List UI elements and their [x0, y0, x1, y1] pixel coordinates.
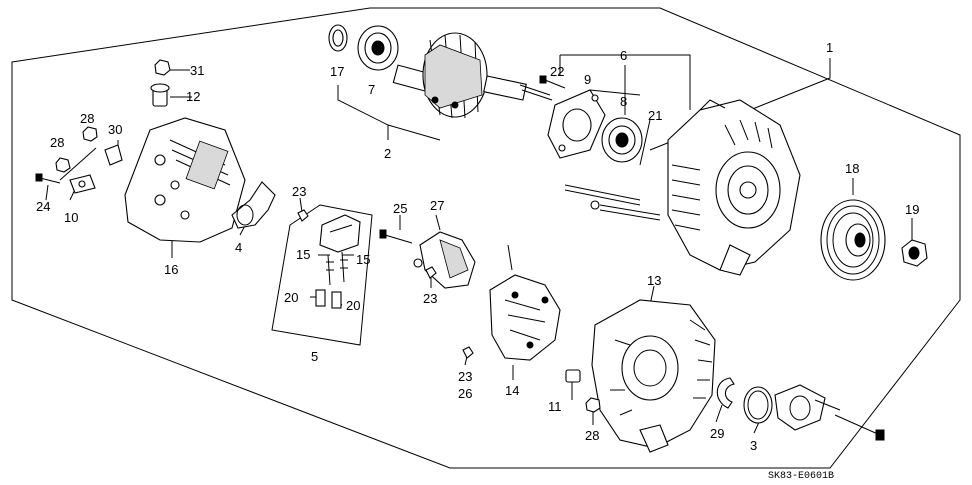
- bracket-4: [231, 181, 276, 229]
- label-5: 5: [311, 349, 318, 364]
- label-28b: 28: [50, 135, 64, 150]
- label-23a: 23: [292, 184, 306, 199]
- label-20a: 20: [284, 290, 298, 305]
- label-11: 11: [548, 399, 562, 414]
- label-24: 24: [36, 199, 50, 214]
- label-4: 4: [235, 240, 242, 255]
- label-10: 10: [64, 210, 78, 225]
- label-20b: 20: [346, 298, 360, 313]
- retainer-plate-9: [547, 89, 606, 159]
- front-housing-13: [591, 299, 716, 453]
- screw-23-lower: [462, 346, 474, 359]
- nut-28-upper: [82, 126, 98, 142]
- label-14: 14: [505, 383, 519, 398]
- frame-border: [11, 7, 961, 469]
- terminal-11: [565, 369, 581, 383]
- bearing-8: [601, 117, 643, 163]
- bearing-7: [357, 25, 399, 71]
- pulley-18: [820, 199, 886, 281]
- o-ring-3: [743, 386, 773, 424]
- clip-29: [716, 377, 735, 409]
- label-16: 16: [164, 262, 178, 277]
- label-7: 7: [368, 82, 375, 97]
- label-3: 3: [750, 438, 757, 453]
- diagram-code: SK83-E0601B: [768, 471, 834, 482]
- end-cover: [774, 384, 885, 441]
- label-23b: 23: [423, 291, 437, 306]
- label-28a: 28: [80, 111, 94, 126]
- rotor-2: [392, 32, 553, 119]
- label-31: 31: [190, 63, 204, 78]
- label-27: 27: [430, 198, 444, 213]
- label-19: 19: [905, 202, 919, 217]
- bolt-22: [539, 75, 566, 89]
- label-29: 29: [710, 426, 724, 441]
- terminal-10: [69, 174, 96, 194]
- label-6: 6: [620, 48, 627, 63]
- label-1: 1: [826, 40, 833, 55]
- label-23c: 23: [458, 369, 472, 384]
- bolt-24: [35, 173, 61, 184]
- leader-lines: [45, 54, 913, 434]
- label-21: 21: [648, 108, 662, 123]
- bolt-25: [379, 229, 413, 244]
- alternator-assembly-1: [667, 99, 801, 276]
- label-15b: 15: [356, 252, 370, 267]
- through-bolts-21: [564, 184, 661, 221]
- rear-cover-16: [124, 117, 246, 243]
- label-18: 18: [845, 161, 859, 176]
- nut-28-bottom: [585, 397, 601, 413]
- nut-31: [154, 59, 171, 76]
- part-labels: 1 2 3 4 5 6 7 8 9 10 11 12 13 14 15 15 1…: [36, 40, 919, 453]
- label-26: 26: [458, 386, 472, 401]
- label-28c: 28: [585, 428, 599, 443]
- insulator-30: [104, 144, 123, 166]
- brush-holder-5: [315, 214, 361, 309]
- label-2: 2: [384, 146, 391, 161]
- label-8: 8: [620, 94, 627, 109]
- label-30: 30: [108, 122, 122, 137]
- washer-17: [328, 24, 348, 52]
- nut-19: [901, 239, 928, 267]
- label-22: 22: [550, 64, 564, 79]
- rectifier-14: [489, 244, 561, 361]
- screw-23-mid: [425, 266, 437, 279]
- screw-23-upper: [297, 209, 309, 222]
- regulator-27: [413, 231, 476, 289]
- label-25: 25: [393, 201, 407, 216]
- label-15a: 15: [296, 247, 310, 262]
- label-12: 12: [186, 89, 200, 104]
- bushing-12: [150, 83, 170, 107]
- label-9: 9: [584, 72, 591, 87]
- label-13: 13: [647, 273, 661, 288]
- label-17: 17: [330, 64, 344, 79]
- nut-28-lower: [55, 157, 71, 173]
